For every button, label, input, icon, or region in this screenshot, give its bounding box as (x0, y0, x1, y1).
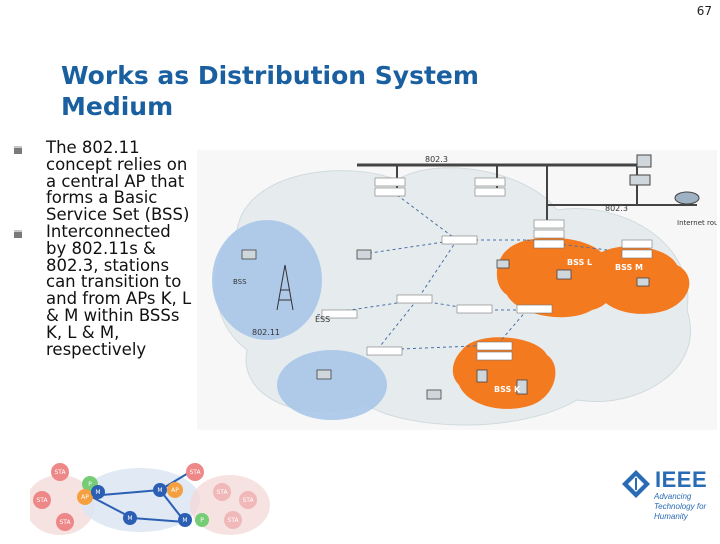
antenna-tower-icon (276, 264, 294, 311)
sta-node: STA (216, 489, 228, 496)
ieee-logo-text: IEEE (655, 467, 708, 492)
node-boxes (321, 177, 653, 361)
slide-title: Works as Distribution System Medium (61, 61, 479, 121)
laptop-icons (241, 249, 650, 400)
sta-node: STA (227, 517, 239, 524)
m-node: M (182, 517, 187, 524)
router-icon (674, 191, 700, 205)
label-bss-m: BSS M (615, 263, 643, 272)
server-icon (636, 154, 652, 168)
m-node: M (157, 487, 162, 494)
network-diagram-svg: 802.3 802.3 802.11 Internet router BSS K… (197, 150, 717, 430)
bullet-list: The 802.11 concept relies on a central A… (14, 138, 194, 359)
bullet-item: Interconnected by 802.11s & 802.3, stati… (14, 221, 194, 359)
label-802-3-right: 802.3 (605, 204, 628, 213)
p-node: P (200, 517, 204, 524)
p-node: P (88, 481, 92, 488)
printer-icon (629, 174, 651, 186)
ieee-tagline: Advancing Technology for Humanity (654, 492, 707, 521)
bottom-mesh-svg: STA P STA AP M STA M M AP STA M P STA ST… (25, 463, 270, 535)
bullet-text: Interconnected by 802.11s & 802.3, stati… (46, 221, 192, 359)
sta-node: STA (242, 497, 254, 504)
label-bss-l: BSS L (567, 258, 592, 267)
label-802-11: 802.11 (252, 328, 280, 337)
bss-left-blob (212, 220, 322, 340)
sta-node: STA (189, 469, 201, 476)
page-number: 67 (696, 4, 712, 18)
m-node: M (95, 489, 100, 496)
bss-bottom-blob (277, 350, 387, 420)
m-node: M (127, 515, 132, 522)
sta-node: STA (36, 497, 48, 504)
label-bss-k: BSS K (494, 385, 521, 394)
label-ess: ESS (315, 315, 330, 324)
bottom-mesh-diagram: STA P STA AP M STA M M AP STA M P STA ST… (25, 460, 270, 540)
ieee-logo-icon (622, 470, 650, 498)
bullet-text: The 802.11 concept relies on a central A… (46, 138, 190, 225)
ap-node: AP (81, 494, 89, 501)
bullet-icon (14, 229, 22, 238)
network-diagram: 802.3 802.3 802.11 Internet router BSS K… (197, 150, 717, 430)
bullet-item: The 802.11 concept relies on a central A… (14, 138, 194, 225)
label-bss: BSS (233, 278, 247, 286)
label-802-3-top: 802.3 (425, 155, 448, 164)
sta-node: STA (54, 469, 66, 476)
bullet-icon (14, 146, 22, 154)
ap-node: AP (171, 487, 179, 494)
sta-node: STA (59, 519, 71, 526)
label-internet-router: Internet router (677, 219, 717, 227)
